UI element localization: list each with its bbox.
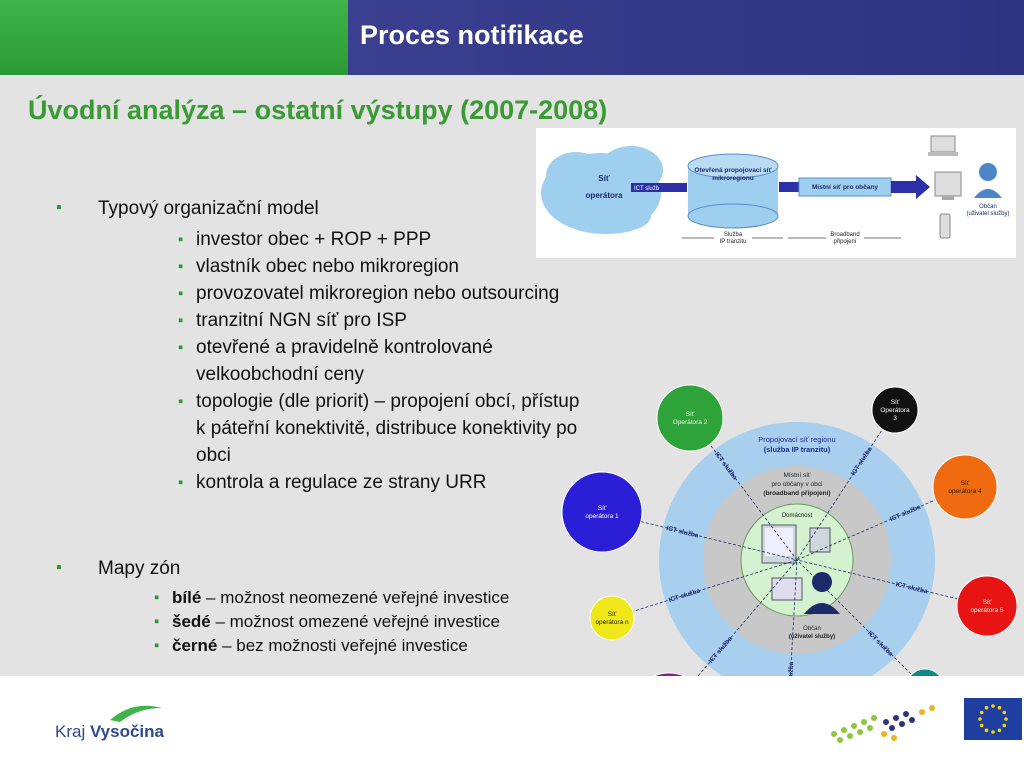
operator-circle (956, 575, 1018, 637)
citizen-label1: Občan (979, 204, 997, 210)
operator-label: operátora n (595, 619, 629, 626)
sub-list-mapy: bílé – možnost neomezené veřejné investi… (154, 586, 586, 658)
operator-label: Síť (891, 399, 900, 406)
list-item: otevřené a pravidelně kontrolované velko… (178, 334, 586, 388)
list-item: vlastník obec nebo mikroregion (178, 253, 586, 280)
bullet-mapy-title: Mapy zón (98, 558, 181, 579)
list-item: topologie (dle priorit) – propojení obcí… (178, 388, 586, 469)
cylinder-label1: Otevřená propojovací síť (694, 167, 772, 174)
citizen-icon (974, 163, 1002, 198)
ring-outer-label2: (služba IP tranzitu) (764, 445, 831, 454)
ring-mid-label3: (broadband připojení) (763, 490, 830, 497)
list-item: černé – bez možnosti veřejné investice (154, 634, 586, 658)
operator-cloud (541, 146, 663, 234)
operator-label: Síť (961, 480, 970, 487)
operator-label: Síť (598, 505, 607, 512)
operator-label: Síť (608, 611, 617, 618)
dot-logo-icon (831, 705, 935, 743)
operator-label: Síť (983, 599, 992, 606)
operator-circle (656, 384, 724, 452)
footer (0, 676, 1024, 768)
span1-label-bg (714, 230, 752, 246)
device-icons (928, 135, 962, 239)
eu-star-icon (991, 730, 995, 734)
arrow-to-citizen (891, 175, 930, 199)
operator-label: 3 (893, 415, 897, 422)
list-item: kontrola a regulace ze strany URR (178, 469, 586, 496)
list-item: tranzitní NGN síť pro ISP (178, 307, 586, 334)
home-label: Domácnost (782, 513, 813, 519)
ict-link-line (786, 559, 798, 736)
span1-label2: IP tranzitu (720, 239, 747, 245)
cloud-label2: operátora (586, 191, 623, 200)
eu-star-icon (978, 717, 982, 721)
citizen-label2: (uživatel služby) (966, 211, 1009, 217)
link-connector (779, 182, 799, 192)
eu-star-icon (984, 728, 989, 733)
cloud-label1: Síť (598, 174, 610, 183)
bullet-list-model: Typový organizační model investor obec +… (56, 198, 586, 504)
list-item: bílé – možnost neomezené veřejné investi… (154, 586, 586, 610)
eu-star-icon (984, 705, 989, 710)
operator-circle (561, 471, 643, 553)
ict-link-line (601, 511, 798, 561)
sub-list-model: investor obec + ROP + PPP vlastník obec … (178, 226, 586, 496)
operator-label: operátora 1 (585, 513, 619, 520)
span2-label1: Broadband (830, 232, 859, 238)
eu-star-icon (1004, 717, 1008, 721)
eu-star-icon (979, 723, 984, 728)
ring-outer-label1: Propojovací síť regionu (758, 435, 835, 444)
kraj-vysocina-logo: Kraj Vysočina (55, 722, 164, 741)
ict-link-line (796, 559, 926, 689)
operator-label: operátora 4 (948, 488, 982, 495)
home-citizen-label2: (uživatel služby) (789, 634, 835, 640)
list-item: šedé – možnost omezené veřejné investice (154, 610, 586, 634)
list-item: provozovatel mikroregion nebo outsourcin… (178, 280, 586, 307)
ict-link-label: ICT služb (634, 186, 660, 192)
header-bar: Proces notifikace (0, 0, 1024, 75)
local-net-label: Místní síť pro občany (812, 184, 878, 191)
eu-star-icon (997, 705, 1002, 710)
ring-mid-label1: Místní síť (784, 472, 812, 479)
logo-swoosh-icon (110, 705, 162, 722)
span1-label1: Služba (724, 232, 743, 238)
eu-star-icon (991, 704, 995, 708)
span2-label-bg (826, 230, 864, 246)
operator-circle (871, 386, 919, 434)
eu-star-icon (1002, 723, 1007, 728)
home-citizen-label1: Občan (803, 626, 821, 632)
eu-star-icon (1002, 710, 1007, 715)
span2-label2: připojení (833, 239, 856, 245)
ict-link-line (796, 559, 988, 607)
ict-link (631, 183, 687, 192)
ring-mid-label2: pro občany v obci (772, 481, 823, 488)
interconnect-cylinder (687, 153, 779, 229)
ict-link-line (611, 559, 798, 619)
eu-star-icon (979, 710, 984, 715)
operator-circle (932, 454, 998, 520)
eu-star-icon (997, 728, 1002, 733)
bullet-model: Typový organizační model investor obec +… (56, 198, 586, 496)
bullet-list-mapy: Mapy zón bílé – možnost neomezené veřejn… (56, 558, 586, 666)
bullet-mapy: Mapy zón bílé – možnost neomezené veřejn… (56, 558, 586, 658)
operator-label: operátora 5 (970, 607, 1004, 614)
page-title: Proces notifikace (360, 20, 584, 50)
slide-heading: Úvodní analýza – ostatní výstupy (2007-2… (28, 95, 608, 125)
operator-label: Operátora 2 (673, 419, 708, 426)
list-item: investor obec + ROP + PPP (178, 226, 586, 253)
operator-label: Operátora (880, 407, 910, 414)
header-blue-block (348, 0, 1024, 75)
operator-circle (589, 595, 635, 641)
eu-flag-icon (964, 698, 1022, 740)
home-computer-icon (761, 524, 831, 601)
cylinder-label2: mikroregionu (712, 175, 754, 182)
top-network-diagram: Síť operátora ICT služb Otevřená propojo… (536, 128, 1016, 258)
bullet-model-title: Typový organizační model (98, 198, 319, 219)
home-citizen-icon (804, 572, 840, 614)
operator-label: Síť (686, 411, 695, 418)
header-green-block (0, 0, 348, 75)
